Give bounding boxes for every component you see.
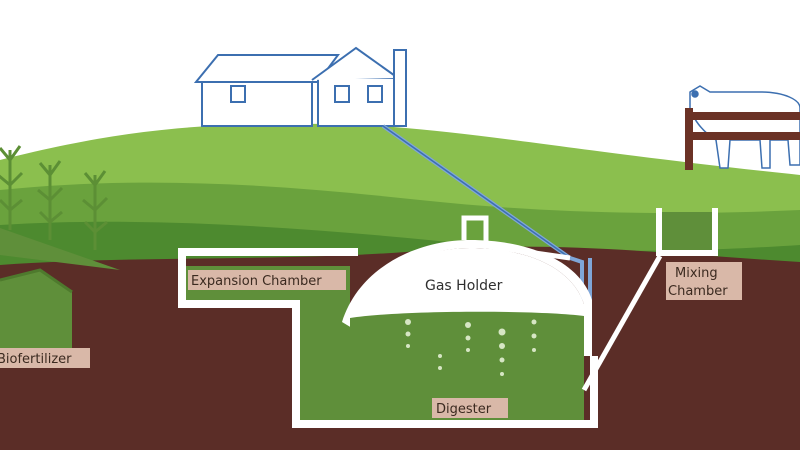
gas-outlet-pipe <box>461 215 571 261</box>
gas-pipe-edge <box>382 125 571 259</box>
digester-slurry <box>350 311 584 420</box>
biofertilizer-pit <box>0 270 72 348</box>
biofertilizer-label: Biofertilizer <box>0 352 72 367</box>
gas-holder-space <box>352 248 584 318</box>
mixing-chamber <box>581 208 718 392</box>
mixing-chamber-label-line1: Mixing <box>675 266 718 281</box>
expansion-chamber-label: Expansion Chamber <box>191 274 322 289</box>
corn-plant-icon <box>0 145 109 250</box>
gas-bubbles <box>405 319 537 376</box>
expansion-chamber-lower <box>300 300 350 420</box>
mixing-chamber-label-bg <box>666 262 742 300</box>
cow-icon <box>689 85 800 169</box>
gas-holder-label: Gas Holder <box>425 278 503 294</box>
digester-label-bg <box>432 398 508 418</box>
house-icon <box>193 46 407 127</box>
biofertilizer-slope <box>0 228 120 270</box>
expansion-chamber-label-bg <box>188 270 346 290</box>
mixing-chamber-label-line2: Chamber <box>668 284 728 299</box>
digester-label: Digester <box>436 402 492 417</box>
inlet-pipe <box>581 254 663 392</box>
biofertilizer-label-bg <box>0 348 90 368</box>
fence-icon <box>685 108 800 170</box>
biofertilizer-edge <box>0 268 73 294</box>
